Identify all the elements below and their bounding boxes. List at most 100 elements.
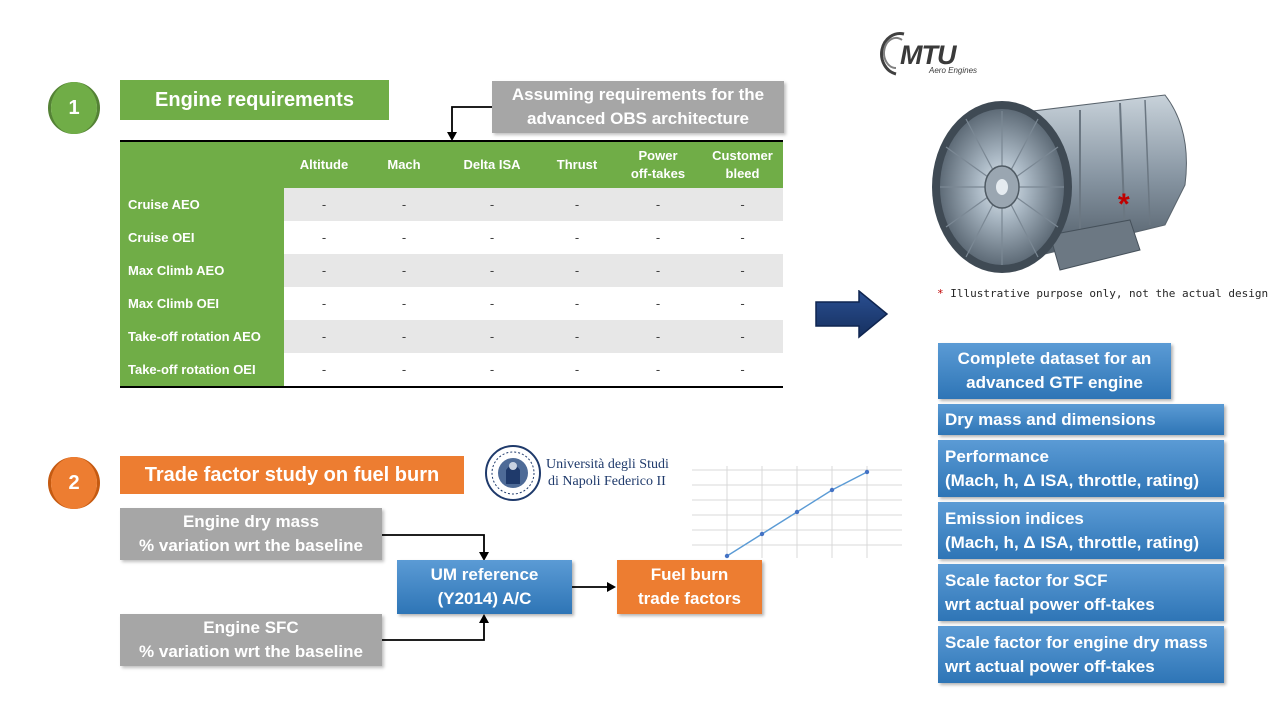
assumption-note: Assuming requirements for the advanced O…	[492, 81, 784, 133]
university-name-line-1: Università degli Studi	[546, 457, 669, 472]
row-label: Cruise AEO	[120, 188, 284, 221]
column-header: Altitude	[284, 142, 364, 188]
table-row: Take-off rotation OEI------	[120, 353, 783, 386]
mtu-logo-text: MTU	[900, 40, 956, 70]
table-cell: -	[364, 221, 444, 254]
engine-dry-mass-box: Engine dry mass % variation wrt the base…	[120, 508, 382, 560]
table-cell: -	[540, 221, 614, 254]
engine-sfc-line-2: % variation wrt the baseline	[139, 642, 363, 661]
flow-connectors	[382, 534, 616, 641]
engine-dry-mass-line-1: Engine dry mass	[182, 512, 320, 531]
row-label: Take-off rotation OEI	[120, 353, 284, 386]
mtu-swoosh-icon	[880, 32, 905, 76]
table-cell: -	[444, 221, 540, 254]
table-cell: -	[614, 221, 702, 254]
table-cell: -	[364, 353, 444, 386]
table-cell: -	[540, 254, 614, 287]
table-cell: -	[364, 287, 444, 320]
table-cell: -	[540, 320, 614, 353]
table-cell: -	[444, 320, 540, 353]
dataset-item: Scale factor for engine dry mass wrt act…	[938, 626, 1224, 683]
step-2-badge: 2	[48, 457, 100, 509]
um-reference-box: UM reference (Y2014) A/C	[397, 560, 572, 614]
table-cell: -	[614, 188, 702, 221]
disclaimer-text: Illustrative purpose only, not the actua…	[950, 287, 1269, 300]
step-1-badge: 1	[48, 82, 100, 134]
table-cell: -	[364, 188, 444, 221]
table-cell: -	[614, 353, 702, 386]
table-cell: -	[540, 353, 614, 386]
fuel-burn-line-1: Fuel burn	[650, 565, 729, 584]
table-corner-cell	[120, 142, 284, 188]
dataset-header-line-2: advanced GTF engine	[966, 373, 1143, 392]
dataset-item: Emission indices (Mach, h, Δ ISA, thrott…	[938, 502, 1224, 559]
illustration-asterisk: *	[1118, 188, 1130, 221]
mtu-logo-subtext: Aero Engines	[929, 66, 978, 75]
table-cell: -	[702, 320, 783, 353]
gtf-engine-illustration	[932, 94, 1187, 273]
table-cell: -	[284, 353, 364, 386]
um-reference-line-1: UM reference	[430, 565, 539, 584]
mtu-logo: MTU Aero Engines	[874, 28, 994, 78]
engine-sfc-line-1: Engine SFC	[203, 618, 299, 637]
dataset-item: Scale factor for SCF wrt actual power of…	[938, 564, 1224, 621]
dataset-header-line-1: Complete dataset for an	[957, 349, 1152, 368]
note-arrow	[447, 106, 492, 141]
table-cell: -	[444, 254, 540, 287]
table-cell: -	[540, 188, 614, 221]
fuel-burn-line-2: trade factors	[638, 589, 741, 608]
table-cell: -	[614, 254, 702, 287]
dataset-item: Dry mass and dimensions	[938, 404, 1224, 435]
table-cell: -	[284, 254, 364, 287]
dataset-item: Performance (Mach, h, Δ ISA, throttle, r…	[938, 440, 1224, 497]
table-cell: -	[364, 254, 444, 287]
table-cell: -	[364, 320, 444, 353]
table-row: Cruise OEI------	[120, 221, 783, 254]
table-row: Max Climb AEO------	[120, 254, 783, 287]
table-cell: -	[444, 353, 540, 386]
table-cell: -	[702, 254, 783, 287]
illustration-disclaimer: * Illustrative purpose only, not the act…	[937, 287, 1268, 300]
university-seal-icon	[485, 445, 541, 501]
university-name-line-2: di Napoli Federico II	[548, 474, 666, 489]
table-cell: -	[702, 287, 783, 320]
engine-sfc-box: Engine SFC % variation wrt the baseline	[120, 614, 382, 666]
table-cell: -	[540, 287, 614, 320]
table-cell: -	[284, 320, 364, 353]
result-arrow	[815, 290, 889, 339]
step-1-number: 1	[68, 96, 80, 119]
engine-dry-mass-line-2: % variation wrt the baseline	[139, 536, 363, 555]
um-reference-line-2: (Y2014) A/C	[437, 589, 532, 608]
table-cell: -	[702, 188, 783, 221]
dataset-header: Complete dataset for an advanced GTF eng…	[938, 343, 1171, 399]
table-cell: -	[284, 188, 364, 221]
row-label: Max Climb OEI	[120, 287, 284, 320]
university-name: Università degli Studi di Napoli Federic…	[546, 456, 669, 490]
table-row: Max Climb OEI------	[120, 287, 783, 320]
table-row: Take-off rotation AEO------	[120, 320, 783, 353]
row-label: Take-off rotation AEO	[120, 320, 284, 353]
trade-factor-trend-chart	[692, 466, 902, 559]
step-2-number: 2	[68, 471, 80, 494]
row-label: Cruise OEI	[120, 221, 284, 254]
column-header: Delta ISA	[444, 142, 540, 188]
table-cell: -	[284, 287, 364, 320]
assumption-note-line-2: advanced OBS architecture	[526, 109, 750, 128]
engine-requirements-title: Engine requirements	[120, 80, 389, 120]
table-row: Cruise AEO------	[120, 188, 783, 221]
table-cell: -	[614, 320, 702, 353]
table-cell: -	[444, 188, 540, 221]
table-cell: -	[444, 287, 540, 320]
column-header: Mach	[364, 142, 444, 188]
table-cell: -	[702, 221, 783, 254]
table-cell: -	[614, 287, 702, 320]
trade-factor-title: Trade factor study on fuel burn	[120, 456, 464, 494]
table-cell: -	[284, 221, 364, 254]
assumption-note-line-1: Assuming requirements for the	[511, 85, 765, 104]
column-header: Thrust	[540, 142, 614, 188]
